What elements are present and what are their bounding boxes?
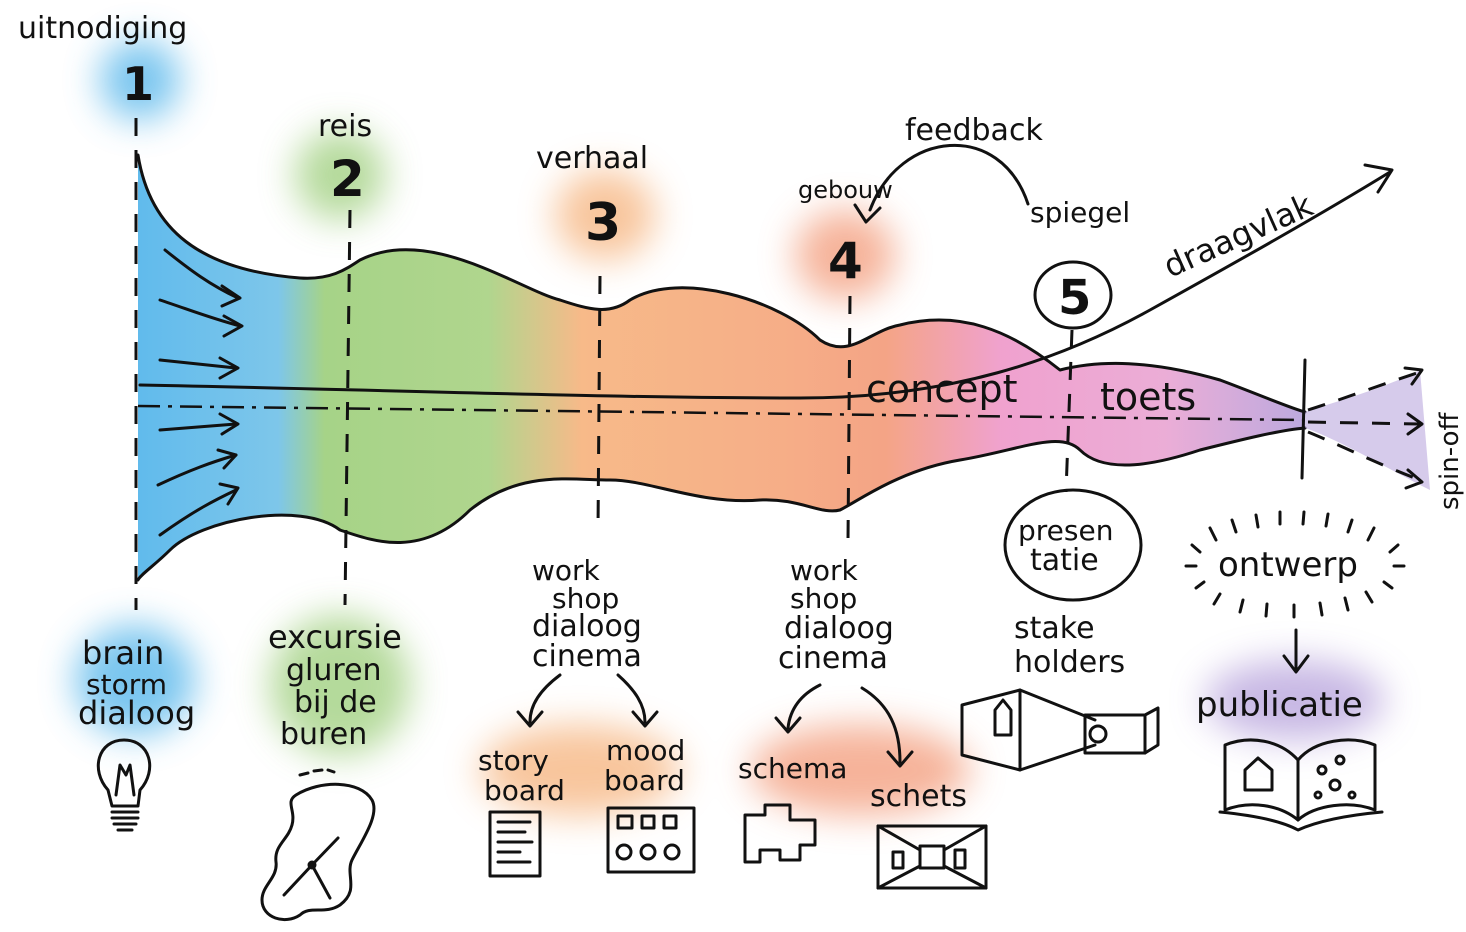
label-toets: toets bbox=[1100, 375, 1196, 419]
label-cinema-4: cinema bbox=[778, 641, 888, 676]
moodboard-icon bbox=[606, 806, 696, 874]
spin-off-fan bbox=[1305, 370, 1430, 490]
label-brain: brain bbox=[82, 634, 164, 672]
label-shop-4: shop bbox=[790, 582, 857, 615]
feedback-arrow bbox=[868, 143, 1030, 212]
brainstorm-arrows bbox=[156, 248, 244, 537]
stage-2-line bbox=[343, 209, 352, 606]
label-work-4: work bbox=[790, 554, 859, 587]
schema-icon bbox=[743, 803, 817, 864]
label-uitnodiging: uitnodiging bbox=[18, 11, 187, 46]
stage-number-1: 1 bbox=[122, 57, 154, 111]
stage-number-3: 3 bbox=[585, 193, 621, 253]
label-excursie: excursie bbox=[268, 618, 402, 656]
label-schets: schets bbox=[870, 779, 967, 814]
label-bij-de: bij de bbox=[294, 685, 377, 720]
arrow-to-schets bbox=[860, 686, 902, 764]
label-holders: holders bbox=[1014, 645, 1125, 680]
map-icon bbox=[260, 768, 376, 921]
label-board-story: board bbox=[484, 774, 565, 807]
label-tatie: tatie bbox=[1030, 543, 1099, 578]
label-work-3: work bbox=[532, 554, 601, 587]
label-dialoog-4: dialoog bbox=[784, 611, 894, 646]
concept-line bbox=[138, 170, 1392, 400]
arrow-to-storyboard bbox=[528, 673, 562, 724]
label-feedback: feedback bbox=[905, 113, 1043, 148]
color-highlights bbox=[75, 40, 1385, 815]
presentatie-circle bbox=[1003, 488, 1143, 602]
label-schema: schema bbox=[738, 752, 847, 785]
label-publicatie: publicatie bbox=[1196, 685, 1363, 725]
label-reis: reis bbox=[318, 109, 372, 144]
process-funnel bbox=[138, 155, 1305, 580]
label-draagvlak: draagvlak bbox=[1158, 186, 1319, 286]
stage-number-2: 2 bbox=[330, 150, 365, 208]
label-mood: mood bbox=[606, 734, 685, 767]
spin-off-arrow-up bbox=[1307, 370, 1421, 412]
label-buren: buren bbox=[280, 717, 367, 752]
label-verhaal: verhaal bbox=[536, 141, 648, 176]
label-storm: storm bbox=[86, 668, 167, 701]
label-presen: presen bbox=[1018, 514, 1113, 547]
spin-off-arrow-down bbox=[1307, 430, 1421, 482]
label-gluren: gluren bbox=[286, 653, 382, 688]
label-stake: stake bbox=[1014, 611, 1095, 646]
label-dialoog-1: dialoog bbox=[78, 694, 195, 732]
label-spiegel: spiegel bbox=[1030, 196, 1130, 229]
ontwerp-burst bbox=[1184, 510, 1406, 619]
projector-icon bbox=[960, 688, 1160, 772]
label-gebouw: gebouw bbox=[798, 176, 893, 204]
dashdot-axis bbox=[137, 404, 1306, 422]
draagvlak-arrowhead bbox=[1363, 163, 1394, 194]
lightbulb-icon bbox=[96, 738, 152, 832]
funnel-outline-top bbox=[136, 153, 1307, 414]
label-spin-off: spin-off bbox=[1435, 411, 1465, 510]
label-story: story bbox=[478, 744, 549, 777]
schets-icon bbox=[876, 824, 988, 890]
stage-3-line bbox=[596, 275, 602, 531]
label-ontwerp: ontwerp bbox=[1218, 545, 1358, 585]
stage-5-line bbox=[1064, 329, 1074, 493]
stage-5-circle bbox=[1033, 260, 1113, 330]
funnel-outline-bottom bbox=[136, 426, 1307, 582]
stage-number-4: 4 bbox=[828, 232, 863, 290]
arrow-to-schema bbox=[786, 683, 822, 730]
label-board-mood: board bbox=[604, 764, 685, 797]
arrow-to-moodboard bbox=[616, 673, 647, 724]
stage-4-line bbox=[846, 295, 852, 541]
storyboard-icon bbox=[488, 810, 542, 878]
stage-number-5: 5 bbox=[1058, 270, 1091, 326]
label-concept: concept bbox=[866, 367, 1018, 411]
label-cinema-3: cinema bbox=[532, 639, 642, 674]
label-dialoog-3: dialoog bbox=[532, 609, 642, 644]
publication-book-icon bbox=[1218, 738, 1384, 832]
label-shop-3: shop bbox=[552, 582, 619, 615]
